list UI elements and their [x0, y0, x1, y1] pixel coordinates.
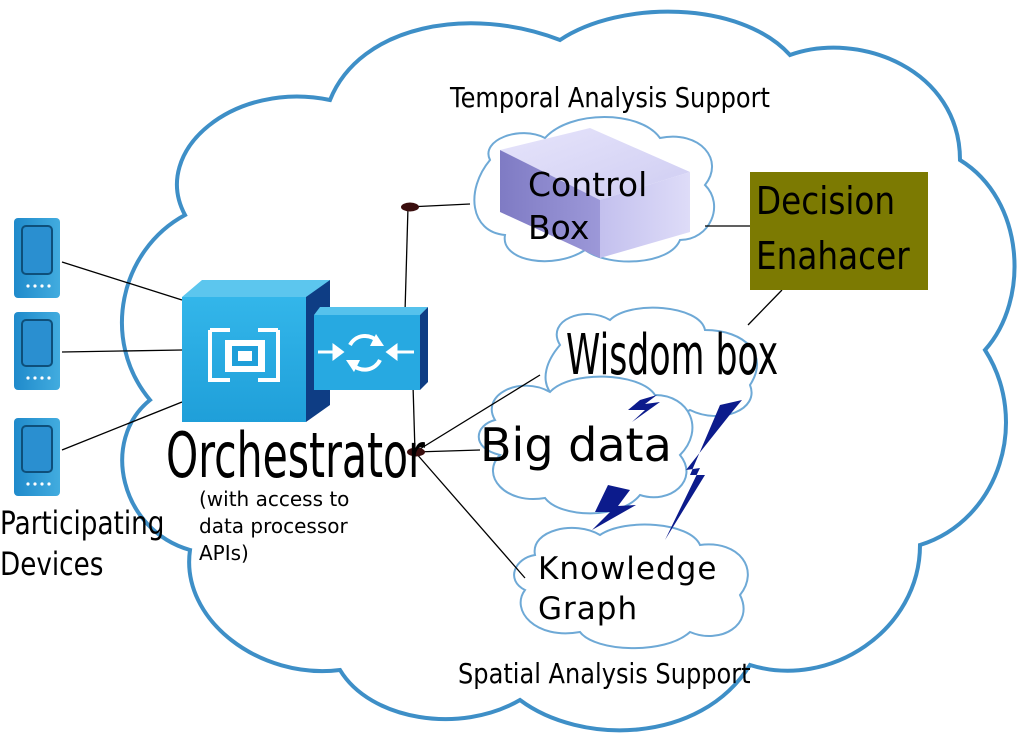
orchestrator-subtitle-line3: APIs) — [199, 541, 249, 565]
lightning-bolt-icon — [628, 395, 660, 422]
connector-dot-top — [401, 202, 419, 212]
knowledge-graph-label-line2: Graph — [538, 591, 639, 627]
control-box-label-line2: Box — [528, 208, 590, 247]
participating-devices-label-line1: Participating — [0, 504, 165, 542]
decision-enhancer-label-line2: Enahacer — [756, 234, 910, 278]
spatial-analysis-label: Spatial Analysis Support — [458, 657, 751, 690]
lightning-bolt-icon — [665, 400, 742, 540]
orchestrator-title: Orchestrator — [166, 419, 425, 492]
decision-enhancer-label-line1: Decision — [756, 179, 896, 223]
device-icon — [14, 418, 60, 496]
orchestrator-subtitle-line2: data processor — [199, 514, 348, 538]
orchestrator-subtitle-line1: (with access to — [199, 487, 350, 511]
temporal-analysis-label: Temporal Analysis Support — [450, 81, 770, 114]
device-icon — [14, 312, 60, 390]
device-icon — [14, 218, 60, 298]
decision-enhancer-box — [750, 172, 928, 290]
control-box-label-line1: Control — [528, 165, 648, 204]
knowledge-graph-label-line1: Knowledge — [538, 551, 718, 587]
control-box-shape — [500, 128, 690, 258]
wisdom-box-label: Wisdom box — [566, 323, 779, 388]
orchestrator-icon — [182, 280, 428, 422]
big-data-label: Big data — [480, 418, 672, 472]
participating-devices-label-line2: Devices — [0, 545, 104, 583]
knowledge-cloud — [513, 523, 749, 650]
connector-dot-bottom — [407, 447, 425, 457]
lightning-bolt-icon — [592, 485, 636, 530]
big-data-cloud — [477, 375, 694, 515]
